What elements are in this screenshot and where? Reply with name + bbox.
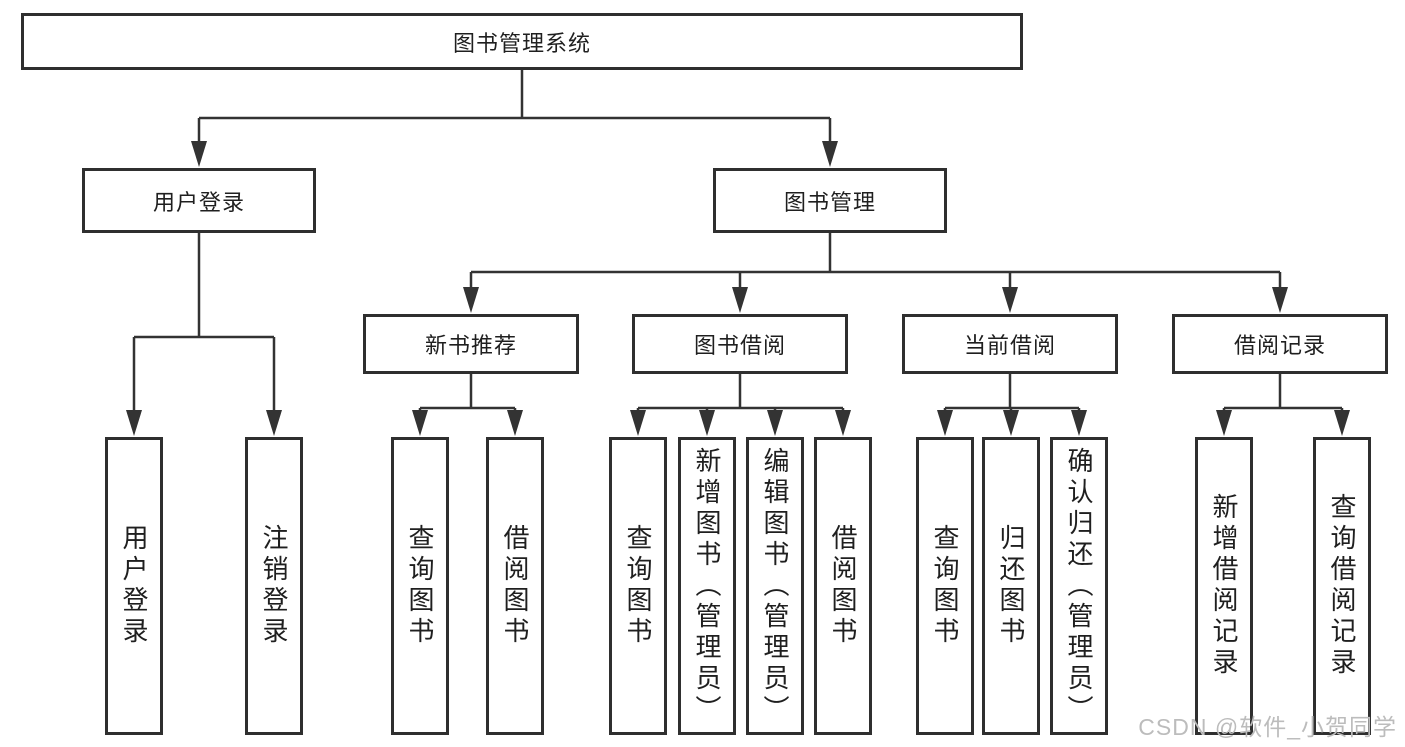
- leaf-query-books-recommend: 查询图书: [391, 437, 449, 735]
- arrowhead: [699, 410, 715, 436]
- leaf-query-borrow-record: 查询借阅记录: [1313, 437, 1371, 735]
- arrowhead: [937, 410, 953, 436]
- arrowhead: [266, 410, 282, 436]
- arrowhead: [767, 410, 783, 436]
- node-borrow-records: 借阅记录: [1172, 314, 1388, 374]
- node-current-borrow: 当前借阅: [902, 314, 1118, 374]
- arrowhead: [1003, 410, 1019, 436]
- arrowhead: [463, 287, 479, 313]
- leaf-borrow-books-recommend: 借阅图书: [486, 437, 544, 735]
- node-book-borrow: 图书借阅: [632, 314, 848, 374]
- arrowhead: [1071, 410, 1087, 436]
- node-book-management: 图书管理: [713, 168, 947, 233]
- leaf-query-books-current: 查询图书: [916, 437, 974, 735]
- leaf-add-book-admin: 新增图书（管理员）: [678, 437, 736, 735]
- arrowhead: [1002, 287, 1018, 313]
- arrowhead: [835, 410, 851, 436]
- leaf-return-books: 归还图书: [982, 437, 1040, 735]
- arrowhead: [191, 141, 207, 167]
- arrowhead: [822, 141, 838, 167]
- arrowhead: [630, 410, 646, 436]
- leaf-add-borrow-record: 新增借阅记录: [1195, 437, 1253, 735]
- arrowhead: [732, 287, 748, 313]
- node-root: 图书管理系统: [21, 13, 1023, 70]
- leaf-confirm-return-admin: 确认归还（管理员）: [1050, 437, 1108, 735]
- leaf-borrow-books: 借阅图书: [814, 437, 872, 735]
- arrowhead: [1216, 410, 1232, 436]
- arrowhead: [126, 410, 142, 436]
- leaf-user-login: 用户登录: [105, 437, 163, 735]
- arrowhead: [507, 410, 523, 436]
- node-user-login: 用户登录: [82, 168, 316, 233]
- arrowhead: [1272, 287, 1288, 313]
- leaf-logout: 注销登录: [245, 437, 303, 735]
- node-new-book-recommend: 新书推荐: [363, 314, 579, 374]
- leaf-edit-book-admin: 编辑图书（管理员）: [746, 437, 804, 735]
- watermark: CSDN @软件_小贺同学: [1138, 714, 1397, 740]
- leaf-query-books-borrow: 查询图书: [609, 437, 667, 735]
- arrowhead: [1334, 410, 1350, 436]
- arrowhead: [412, 410, 428, 436]
